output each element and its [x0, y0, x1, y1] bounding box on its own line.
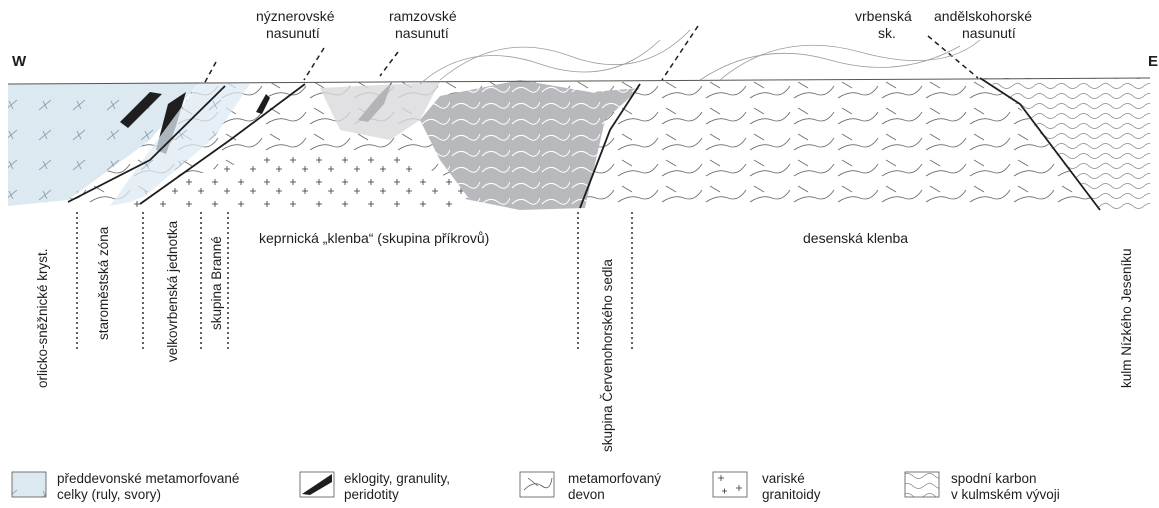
unit-keprnicka-label: keprnická „klenba“ (skupina příkrovů)	[259, 230, 489, 246]
andelskohorske-thrust-label-1: andělskohorské	[934, 8, 1032, 24]
legend-swatch-culm	[905, 472, 939, 497]
unit-desenska-label: desenská klenba	[803, 230, 908, 246]
legend-swatch-granitoid	[713, 472, 747, 497]
legend-pre-devonian-label-1: předdevonské metamorfované	[57, 471, 239, 486]
legend-devonian-label-2: devon	[568, 487, 605, 502]
section-body	[8, 26, 1150, 210]
unit-cervenohorske-label: skupina Červenohorského sedla	[600, 259, 615, 452]
nyznerovske-thrust-label-2: nasunutí	[266, 25, 320, 41]
unit-orlicko-label: orlicko-sněžnické kryst.	[35, 248, 50, 388]
legend-pre-devonian-label-2: celky (ruly, svory)	[57, 487, 161, 502]
ramzovske-thrust-label-2: nasunutí	[395, 25, 449, 41]
vrbenska-label-1: vrbenská	[855, 8, 912, 24]
unit-branne-label: skupina Branné	[209, 236, 224, 330]
unit-kulm-label: kulm Nízkého Jeseníku	[1119, 248, 1134, 388]
unit-staromestska-label: staroměstská zóna	[96, 226, 111, 340]
andelskohorske-thrust-label-2: nasunutí	[962, 25, 1016, 41]
legend-granitoid-label-1: variské	[762, 471, 805, 486]
west-label: W	[12, 53, 27, 70]
ramzovske-thrust-label-1: ramzovské	[389, 8, 457, 24]
legend-granitoid-label-2: granitoidy	[762, 487, 821, 502]
legend-eclogite-label-2: peridotity	[344, 487, 399, 502]
east-label: E	[1148, 53, 1158, 70]
legend-swatch-devonian	[520, 472, 554, 497]
legend-devonian-label-1: metamorfovaný	[568, 471, 661, 486]
legend: předdevonské metamorfované celky (ruly, …	[12, 471, 1060, 502]
legend-culm-label-1: spodní karbon	[951, 471, 1037, 486]
nyznerovske-thrust-label-1: nýznerovské	[256, 8, 335, 24]
unit-velkovrbenska-label: velkovrbenská jednotka	[165, 220, 180, 362]
legend-eclogite-label-1: eklogity, granulity,	[344, 471, 450, 486]
legend-culm-label-2: v kulmském vývoji	[951, 487, 1060, 502]
vrbenska-label-2: sk.	[878, 25, 896, 41]
legend-swatch-pre-devonian	[12, 472, 46, 497]
